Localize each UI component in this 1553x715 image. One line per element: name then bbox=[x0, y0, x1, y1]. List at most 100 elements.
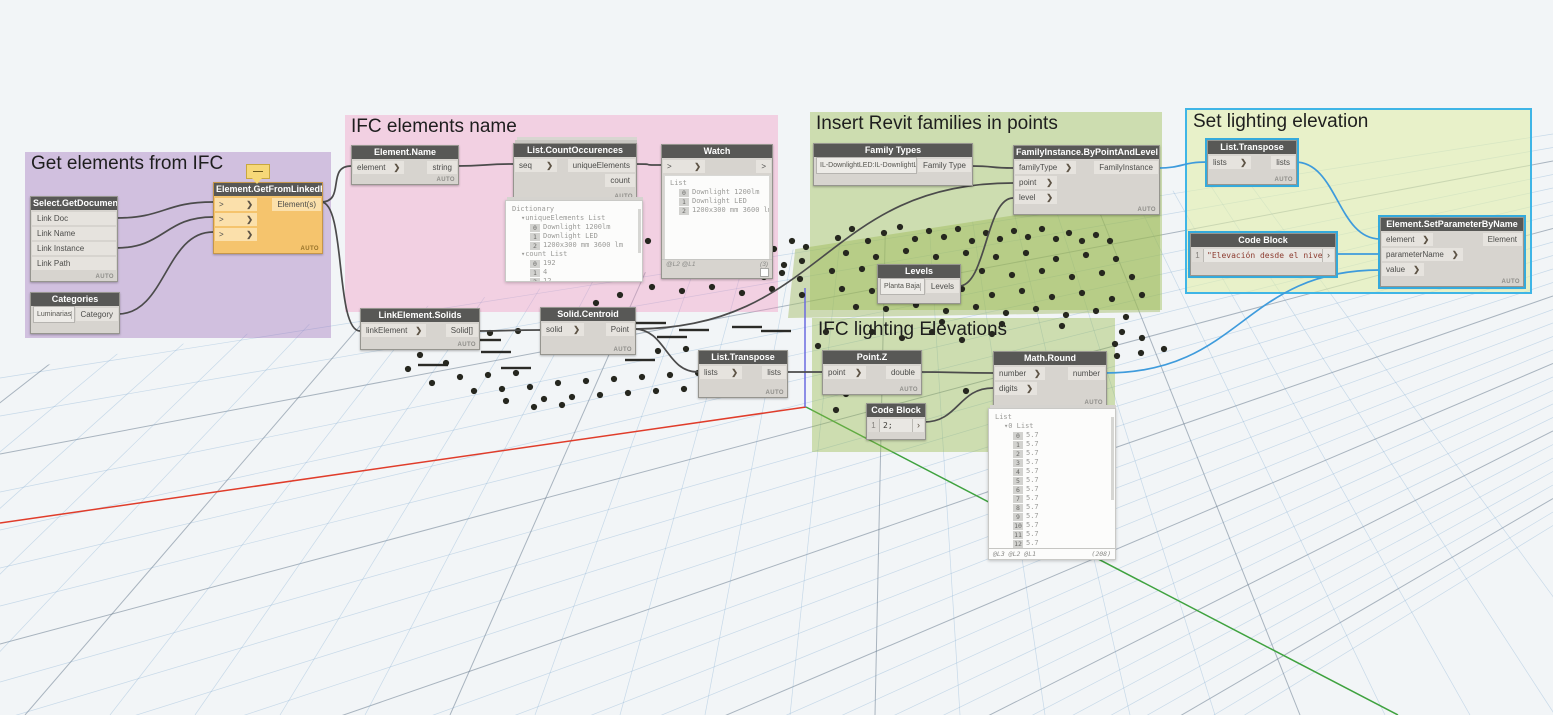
output-port[interactable]: Link Path bbox=[32, 257, 116, 270]
input-chevron-icon: ❯ bbox=[1422, 235, 1430, 244]
output-port[interactable]: Family Type bbox=[918, 159, 971, 172]
output-port[interactable]: Element bbox=[1482, 233, 1522, 246]
input-port[interactable]: >❯ bbox=[215, 228, 257, 241]
node-title[interactable]: Select.GetDocuments bbox=[31, 197, 117, 210]
preview-line: List bbox=[670, 179, 769, 188]
node-element-setparameterbyname[interactable]: Element.SetParameterByName element❯ Elemen… bbox=[1378, 215, 1526, 289]
output-port[interactable]: Solid[] bbox=[445, 324, 478, 337]
code-text[interactable]: "Elevación desde el nivel"; bbox=[1207, 251, 1322, 260]
input-port-label: lists bbox=[1213, 158, 1227, 167]
node-title[interactable]: Element.Name bbox=[352, 146, 458, 159]
output-port[interactable]: lists bbox=[762, 366, 786, 379]
node-element-getfromlinkedfile[interactable]: Element.GetFromLinkedFile >❯ Element(s) >❯ >… bbox=[213, 182, 323, 254]
node-title[interactable]: Point.Z bbox=[823, 351, 921, 364]
preview-text: 5.7 bbox=[1026, 485, 1039, 493]
dropdown[interactable]: Luminarias⌄ bbox=[33, 306, 75, 323]
node-list-countoccurences[interactable]: List.CountOccurences seq❯ uniqueElements co… bbox=[513, 143, 637, 202]
list-index-chip: 2 bbox=[679, 206, 689, 215]
code-output-port[interactable]: › bbox=[1322, 249, 1334, 262]
dropdown[interactable]: IL-DownlightLED:IL-DownlightLED⌄ bbox=[816, 157, 918, 174]
input-port[interactable]: point❯ bbox=[1015, 176, 1057, 189]
list-index-chip: 0 bbox=[530, 259, 540, 268]
output-port[interactable]: Link Instance bbox=[32, 242, 116, 255]
input-port[interactable]: level❯ bbox=[1015, 191, 1057, 204]
output-port[interactable]: count bbox=[605, 174, 635, 187]
output-port[interactable]: Link Doc bbox=[32, 212, 116, 225]
input-port[interactable]: >❯ bbox=[215, 198, 257, 211]
output-port[interactable]: FamilyInstance bbox=[1094, 161, 1158, 174]
preview-checkbox[interactable] bbox=[760, 268, 769, 277]
input-port[interactable]: element❯ bbox=[1382, 233, 1434, 246]
output-port[interactable]: double bbox=[885, 366, 920, 379]
node-title[interactable]: Element.SetParameterByName bbox=[1381, 218, 1523, 231]
input-port[interactable]: lists❯ bbox=[700, 366, 742, 379]
input-port[interactable]: >❯ bbox=[663, 160, 705, 173]
input-port[interactable]: point❯ bbox=[824, 366, 866, 379]
output-port[interactable]: uniqueElements bbox=[567, 159, 635, 172]
code-output-port[interactable]: › bbox=[912, 419, 924, 432]
input-port[interactable]: linkElement❯ bbox=[362, 324, 427, 337]
code-text[interactable]: 2; bbox=[883, 421, 893, 430]
lacing-label: AUTO bbox=[1084, 400, 1103, 406]
scrollbar[interactable] bbox=[638, 209, 641, 253]
list-levels-label[interactable]: @L2 @L1 bbox=[666, 261, 696, 268]
node-title[interactable]: List.Transpose bbox=[699, 351, 787, 364]
node-title[interactable]: Solid.Centroid bbox=[541, 308, 635, 321]
note-collapsed[interactable]: — bbox=[246, 164, 270, 179]
output-port[interactable]: string bbox=[427, 161, 457, 174]
node-title[interactable]: Categories bbox=[31, 293, 119, 306]
output-port[interactable]: number bbox=[1067, 367, 1105, 380]
input-port[interactable]: solid❯ bbox=[542, 323, 584, 336]
output-port[interactable]: Category bbox=[75, 308, 118, 321]
node-title[interactable]: Family Types bbox=[814, 144, 972, 157]
node-title[interactable]: Levels bbox=[878, 265, 960, 278]
input-port[interactable]: seq❯ bbox=[515, 159, 557, 172]
input-port[interactable]: number❯ bbox=[995, 367, 1045, 380]
node-title[interactable]: Watch bbox=[662, 145, 772, 158]
node-title[interactable]: List.Transpose bbox=[1208, 141, 1296, 154]
output-port[interactable]: Point bbox=[605, 323, 634, 336]
output-port[interactable]: Element(s) bbox=[272, 198, 321, 211]
output-port[interactable]: > bbox=[756, 160, 771, 173]
scrollbar[interactable] bbox=[1111, 417, 1114, 500]
input-port[interactable]: element❯ bbox=[353, 161, 405, 174]
node-title[interactable]: List.CountOccurences bbox=[514, 144, 636, 157]
node-title[interactable]: FamilyInstance.ByPointAndLevel bbox=[1014, 146, 1159, 159]
list-index-chip: 1 bbox=[530, 232, 540, 241]
input-port[interactable]: value❯ bbox=[1382, 263, 1424, 276]
output-port[interactable]: lists bbox=[1271, 156, 1295, 169]
list-levels-label[interactable]: @L3 @L2 @L1 bbox=[993, 550, 1037, 558]
input-port[interactable]: digits❯ bbox=[995, 382, 1037, 395]
output-port[interactable]: Link Name bbox=[32, 227, 116, 240]
node-familyinstance-bypointandlevel[interactable]: FamilyInstance.ByPointAndLevel familyType… bbox=[1013, 145, 1160, 215]
input-port[interactable]: familyType❯ bbox=[1015, 161, 1076, 174]
dropdown[interactable]: Planta Baja⌄ bbox=[880, 278, 925, 295]
input-port[interactable]: parameterName❯ bbox=[1382, 248, 1463, 261]
node-title[interactable]: Code Block bbox=[867, 404, 925, 417]
output-port[interactable]: Levels bbox=[925, 280, 959, 293]
node-title[interactable]: Math.Round bbox=[994, 352, 1106, 365]
node-title[interactable]: LinkElement.Solids bbox=[361, 309, 479, 322]
input-port[interactable]: >❯ bbox=[215, 213, 257, 226]
node-title[interactable]: Code Block bbox=[1191, 234, 1335, 247]
lacing-label: AUTO bbox=[765, 390, 784, 396]
node-math-round[interactable]: Math.Round number❯ number digits❯ AUTO bbox=[993, 351, 1107, 408]
node-title[interactable]: Element.GetFromLinkedFile bbox=[214, 183, 322, 196]
input-port[interactable]: lists❯ bbox=[1209, 156, 1251, 169]
